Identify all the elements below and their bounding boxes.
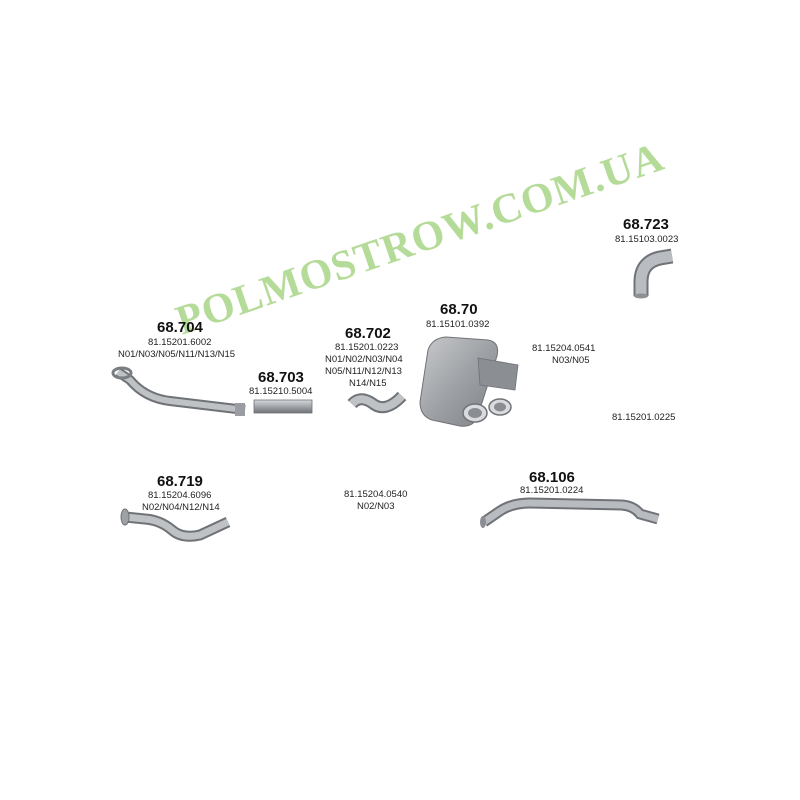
part-68-703-image	[253, 399, 313, 414]
ref-variants-81-15204-0541: N03/N05	[552, 355, 590, 366]
part-68-723-image	[633, 248, 674, 299]
part-68-702-image	[347, 391, 407, 414]
part-68-719-image	[120, 508, 231, 542]
part-68-704-image	[111, 366, 246, 416]
part-code-68-106: 68.106	[529, 469, 575, 486]
part-code-68-704: 68.704	[157, 319, 203, 336]
part-68-70-image	[419, 336, 519, 427]
ref-variants-81-15204-0540: N02/N03	[357, 501, 395, 512]
part-code-68-702: 68.702	[345, 325, 391, 342]
part-code-68-719: 68.719	[157, 473, 203, 490]
part-oem-68-70: 81.15101.0392	[426, 319, 490, 330]
part-oem-68-719: 81.15204.6096	[148, 490, 212, 501]
part-oem-68-704: 81.15201.6002	[148, 337, 212, 348]
part-variants-68-719: N02/N04/N12/N14	[142, 502, 220, 513]
ref-oem-81-15201-0225: 81.15201.0225	[612, 412, 676, 423]
part-code-68-70: 68.70	[440, 301, 478, 318]
ref-oem-81-15204-0540: 81.15204.0540	[344, 489, 408, 500]
ref-oem-81-15204-0541: 81.15204.0541	[532, 343, 596, 354]
part-code-68-723: 68.723	[623, 216, 669, 233]
part-oem-68-702: 81.15201.0223	[335, 342, 399, 353]
part-oem-68-703: 81.15210.5004	[249, 386, 313, 397]
part-variants-68-702-line1: N01/N02/N03/N04	[325, 354, 403, 365]
part-variants-68-704: N01/N03/N05/N11/N13/N15	[118, 349, 236, 360]
part-variants-68-702-line3: N14/N15	[349, 378, 387, 389]
part-code-68-703: 68.703	[258, 369, 304, 386]
part-variants-68-702-line2: N05/N11/N12/N13	[325, 366, 402, 377]
part-oem-68-106: 81.15201.0224	[520, 485, 584, 496]
part-68-106-image	[480, 497, 660, 528]
part-oem-68-723: 81.15103.0023	[615, 234, 679, 245]
